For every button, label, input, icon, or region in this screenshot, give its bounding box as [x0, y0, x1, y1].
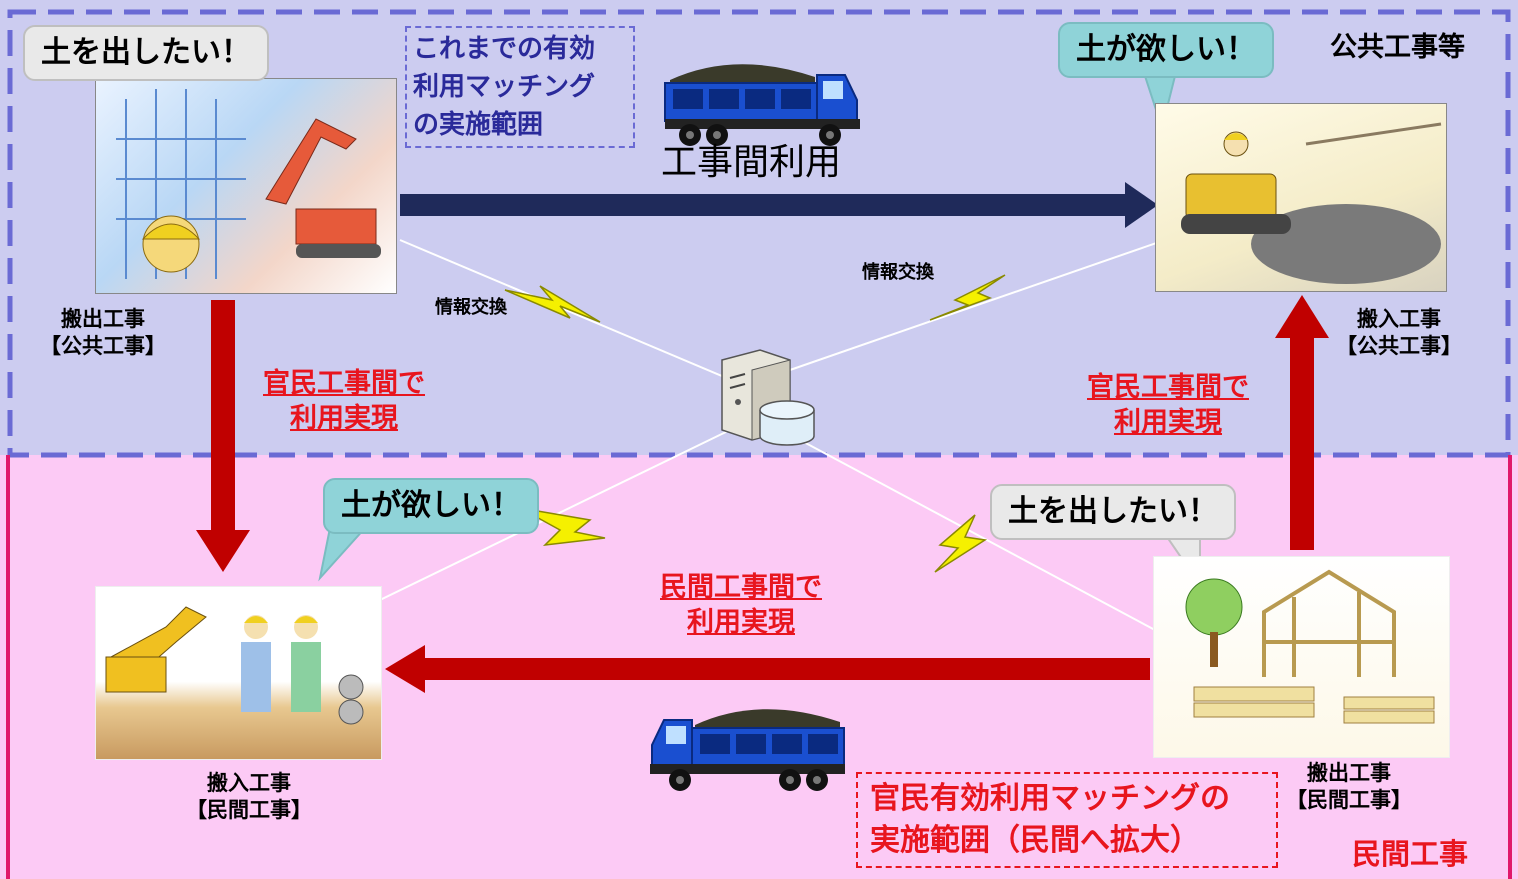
arrow-bottom-left-shaft [420, 658, 1150, 680]
public-zone-label: 公共工事等 [1330, 32, 1465, 63]
bubble-want-to-remove-soil-private: 土を出したい！ [990, 484, 1236, 540]
link-label-private-private: 民間工事間で 利用実現 [660, 572, 822, 639]
site-label-export-public: 搬出工事 【公共工事】 [40, 307, 166, 359]
site-label-import-private: 搬入工事 【民間工事】 [186, 771, 312, 823]
bulldozer-site-illustration [1155, 103, 1447, 292]
lightning-bolt-icon [929, 274, 1006, 321]
database-icon [759, 400, 815, 446]
link-label-public-private-left: 官民工事間で 利用実現 [263, 368, 425, 435]
public-zone-border [7, 9, 1511, 458]
site-label-import-public: 搬入工事 【公共工事】 [1336, 307, 1462, 359]
dump-truck-icon [650, 709, 845, 791]
bubble-tail-bottom-left [318, 527, 368, 582]
private-zone-label: 民間工事 [1352, 837, 1469, 871]
site-label-export-private: 搬出工事 【民間工事】 [1286, 761, 1412, 813]
info-exchange-label-right: 情報交換 [862, 262, 934, 283]
exchange-line-top-left [399, 239, 756, 391]
link-label-public-private-right: 官民工事間で 利用実現 [1087, 372, 1249, 439]
receiving-site-private-illustration [95, 586, 382, 760]
lightning-bolt-icon [504, 285, 601, 323]
lightning-bolt-icon [934, 514, 988, 573]
bubble-want-soil-private: 土が欲しい！ [323, 478, 539, 534]
public-transfer-label: 工事間利用 [661, 142, 842, 183]
arrow-right-up-shaft [1290, 335, 1314, 550]
arrow-public-transfer-head [1125, 182, 1158, 228]
exchange-line-bottom-right [799, 439, 1156, 631]
bubble-want-soil-public: 土が欲しい！ [1058, 22, 1274, 78]
legend-expanded-scope: 官民有効利用マッチングの 実施範囲（民間へ拡大） [856, 772, 1278, 868]
arrow-bottom-left-head [385, 645, 425, 693]
dump-truck-icon [664, 64, 860, 146]
arrow-left-down-shaft [211, 300, 235, 535]
demolition-site-illustration [95, 78, 397, 294]
arrow-public-transfer-shaft [400, 194, 1130, 216]
bubble-want-to-remove-soil-public: 土を出したい！ [23, 25, 269, 81]
info-exchange-label-left: 情報交換 [435, 297, 507, 318]
arrow-left-down-head [196, 530, 250, 572]
exchange-line-top-right [789, 239, 1166, 371]
lightning-bolt-icon [519, 507, 606, 546]
arrow-right-up-head [1275, 295, 1329, 338]
house-construction-illustration [1153, 556, 1450, 758]
legend-existing-scope: これまでの有効 利用マッチング の実施範囲 [405, 26, 635, 148]
